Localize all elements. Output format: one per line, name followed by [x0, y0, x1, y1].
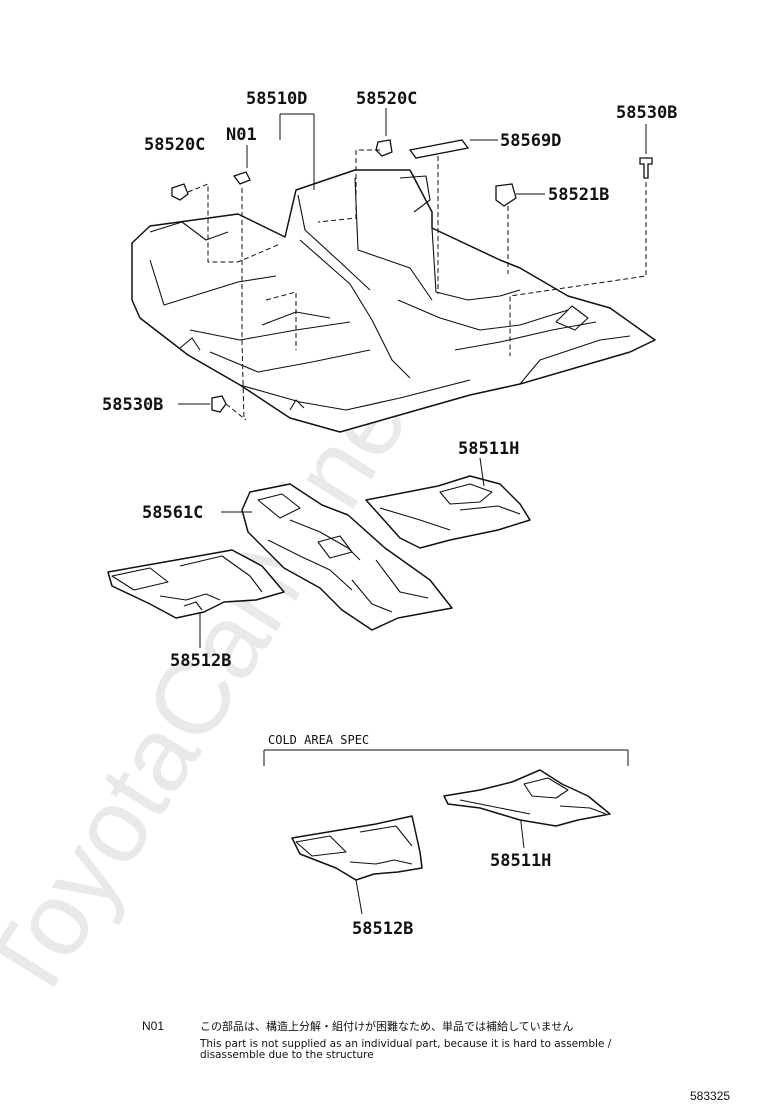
dashed-lines	[187, 149, 647, 421]
label-58530b-top-right[interactable]: 58530B	[616, 103, 677, 123]
center-silencer-illustration	[241, 483, 453, 631]
label-58511h-cold[interactable]: 58511H	[490, 851, 551, 871]
fasteners	[171, 139, 653, 413]
cold-area-title: COLD AREA SPEC	[268, 733, 369, 747]
note-english-line1: This part is not supplied as an individu…	[199, 1038, 612, 1050]
n01-clip-icon	[232, 171, 251, 185]
label-58511h[interactable]: 58511H	[458, 439, 519, 459]
clip-right-icon	[495, 183, 517, 207]
label-58512b[interactable]: 58512B	[170, 651, 231, 671]
clip-left-icon	[171, 183, 189, 201]
cold-rear-silencer-illustration	[443, 769, 611, 827]
strip-58569d-icon	[408, 139, 470, 159]
clip-top-icon	[375, 139, 393, 157]
cold-front-silencer-illustration	[291, 815, 423, 881]
front-silencer-illustration	[107, 549, 285, 619]
illustration-id: 583325	[690, 1089, 730, 1103]
label-58512b-cold[interactable]: 58512B	[352, 919, 413, 939]
floor-carpet-illustration	[131, 169, 656, 433]
screw-top-right-icon	[639, 157, 653, 179]
leader-lines	[178, 108, 647, 915]
rear-silencer-illustration	[365, 475, 531, 549]
label-58530b-left[interactable]: 58530B	[102, 395, 163, 415]
note-key: N01	[142, 1019, 164, 1033]
label-n01[interactable]: N01	[226, 125, 257, 145]
label-58510d[interactable]: 58510D	[246, 89, 307, 109]
label-58520c-top[interactable]: 58520C	[356, 89, 417, 109]
label-58569d[interactable]: 58569D	[500, 131, 561, 151]
label-58521b[interactable]: 58521B	[548, 185, 609, 205]
note-english-line2: disassemble due to the structure	[200, 1049, 374, 1061]
label-58561c[interactable]: 58561C	[142, 503, 203, 523]
label-58520c-left[interactable]: 58520C	[144, 135, 205, 155]
note-japanese: この部品は、構造上分解・組付けが困難なため、単品では補給していません	[200, 1019, 573, 1033]
screw-left-icon	[211, 395, 227, 413]
